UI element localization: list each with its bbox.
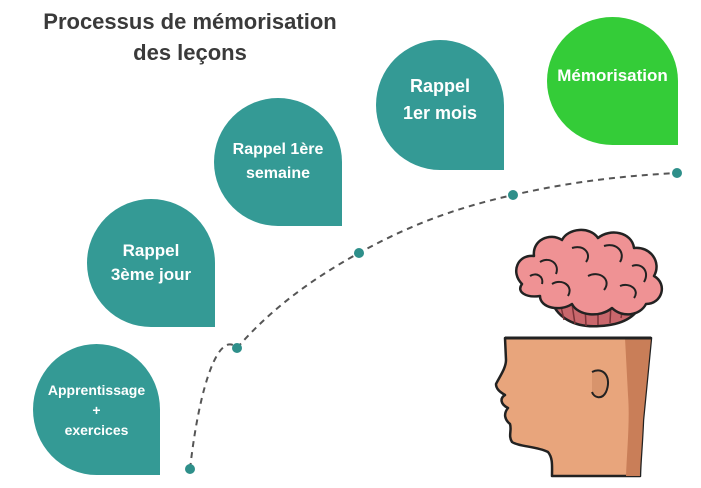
milestone-dot-5 (672, 168, 682, 178)
title-line-1: Processus de mémorisation (43, 9, 337, 34)
head-profile (494, 336, 653, 478)
step-1-line-2: + (92, 401, 101, 418)
step-bubble-memorisation: Mémorisation (547, 17, 678, 145)
step-1-line-1: Apprentissage (47, 381, 146, 398)
milestone-dot-3 (354, 248, 364, 258)
step-bubble-rappel-3eme-jour: Rappel 3ème jour (87, 199, 215, 327)
milestone-dot-2 (232, 343, 242, 353)
diagram-title: Processus de mémorisation des leçons (0, 6, 380, 68)
milestone-dot-1 (185, 464, 195, 474)
step-3-line-1: Rappel 1ère (232, 141, 324, 158)
step-4-line-1: Rappel (409, 76, 470, 96)
step-bubble-apprentissage: Apprentissage + exercices (33, 344, 160, 475)
step-bubble-rappel-1ere-semaine: Rappel 1ère semaine (214, 98, 342, 226)
step-2-line-1: Rappel (122, 241, 180, 260)
milestone-dot-4 (508, 190, 518, 200)
step-4-line-2: 1er mois (402, 103, 478, 123)
step-bubble-rappel-1er-mois: Rappel 1er mois (376, 40, 504, 170)
step-1-line-3: exercices (64, 421, 129, 438)
ear (591, 369, 610, 399)
title-line-2: des leçons (133, 40, 247, 65)
dashed-curve (189, 172, 678, 470)
brain (515, 228, 664, 328)
step-2-line-2: 3ème jour (110, 265, 192, 284)
step-3-line-2: semaine (245, 165, 311, 182)
head-shadow (625, 338, 651, 476)
step-5-line-1: Mémorisation (557, 66, 668, 85)
